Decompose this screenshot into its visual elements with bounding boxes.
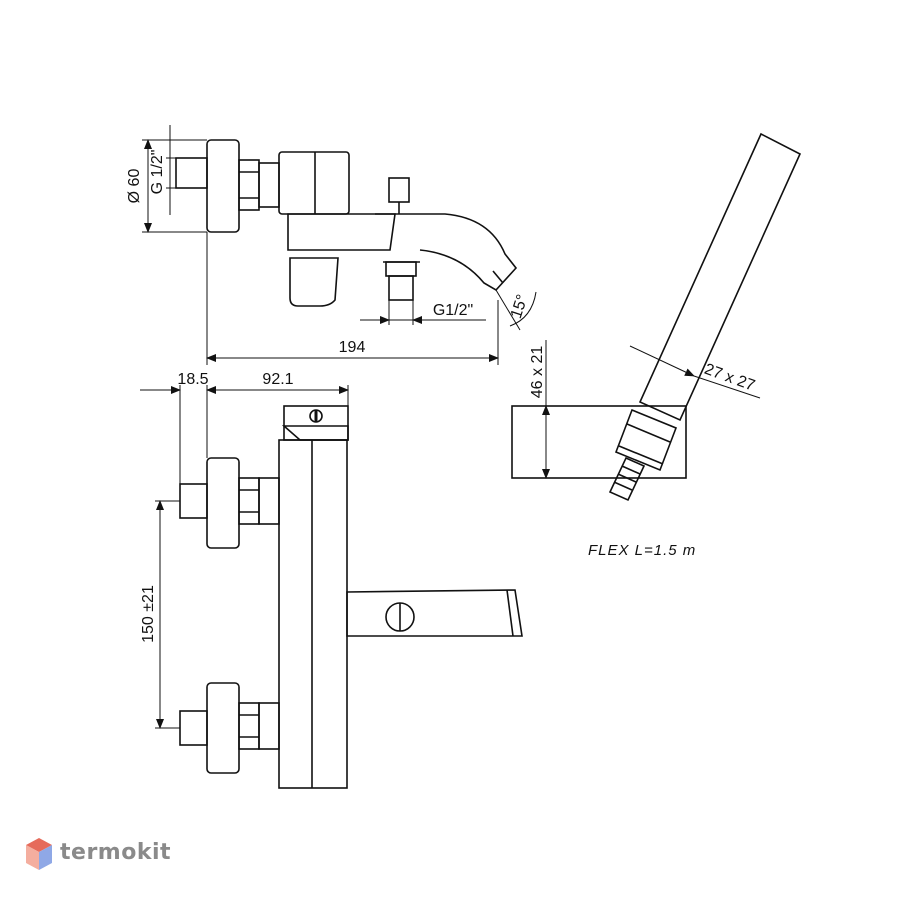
front-flange-top <box>206 457 240 549</box>
shower-dimensions <box>538 340 761 479</box>
label-angle15: 15° <box>508 292 532 320</box>
label-g12-spout: G1/2" <box>433 302 473 319</box>
front-mixer-body <box>278 439 348 789</box>
label-92-1: 92.1 <box>262 371 293 388</box>
front-inlet-bottom <box>179 710 208 746</box>
top-dimensions <box>142 125 537 365</box>
lever-handle <box>289 257 339 307</box>
front-inlet-top <box>179 483 208 519</box>
label-flex-length: FLEX L=1.5 m <box>588 542 696 559</box>
lower-body <box>287 213 396 251</box>
label-194: 194 <box>339 339 366 356</box>
front-spout <box>346 589 523 637</box>
shower-connector <box>614 408 678 472</box>
termokit-logo-icon <box>26 838 52 870</box>
label-46x21: 46 x 21 <box>529 346 546 399</box>
inlet-stub <box>175 157 208 189</box>
label-18-5: 18.5 <box>177 371 208 388</box>
top-side-view <box>175 139 518 307</box>
shower-handle <box>638 132 802 422</box>
front-view <box>179 405 523 789</box>
mixer-body <box>278 151 350 215</box>
diverter-knob <box>388 177 410 203</box>
label-27x27: 27 x 27 <box>702 361 757 395</box>
wall-flange <box>206 139 240 233</box>
label-150: 150 ±21 <box>140 585 157 643</box>
hand-shower <box>511 132 802 502</box>
label-g12-left: G 1/2" <box>149 150 166 195</box>
label-dia60: Ø 60 <box>126 169 143 204</box>
termokit-logo-text: termokit <box>60 840 172 865</box>
hex-nut <box>238 159 260 211</box>
front-dimensions <box>140 385 349 729</box>
spout <box>375 213 518 292</box>
front-flange-bottom <box>206 682 240 774</box>
hose-thread <box>608 456 646 502</box>
shower-holder <box>511 405 687 479</box>
shower-outlet <box>385 261 417 277</box>
